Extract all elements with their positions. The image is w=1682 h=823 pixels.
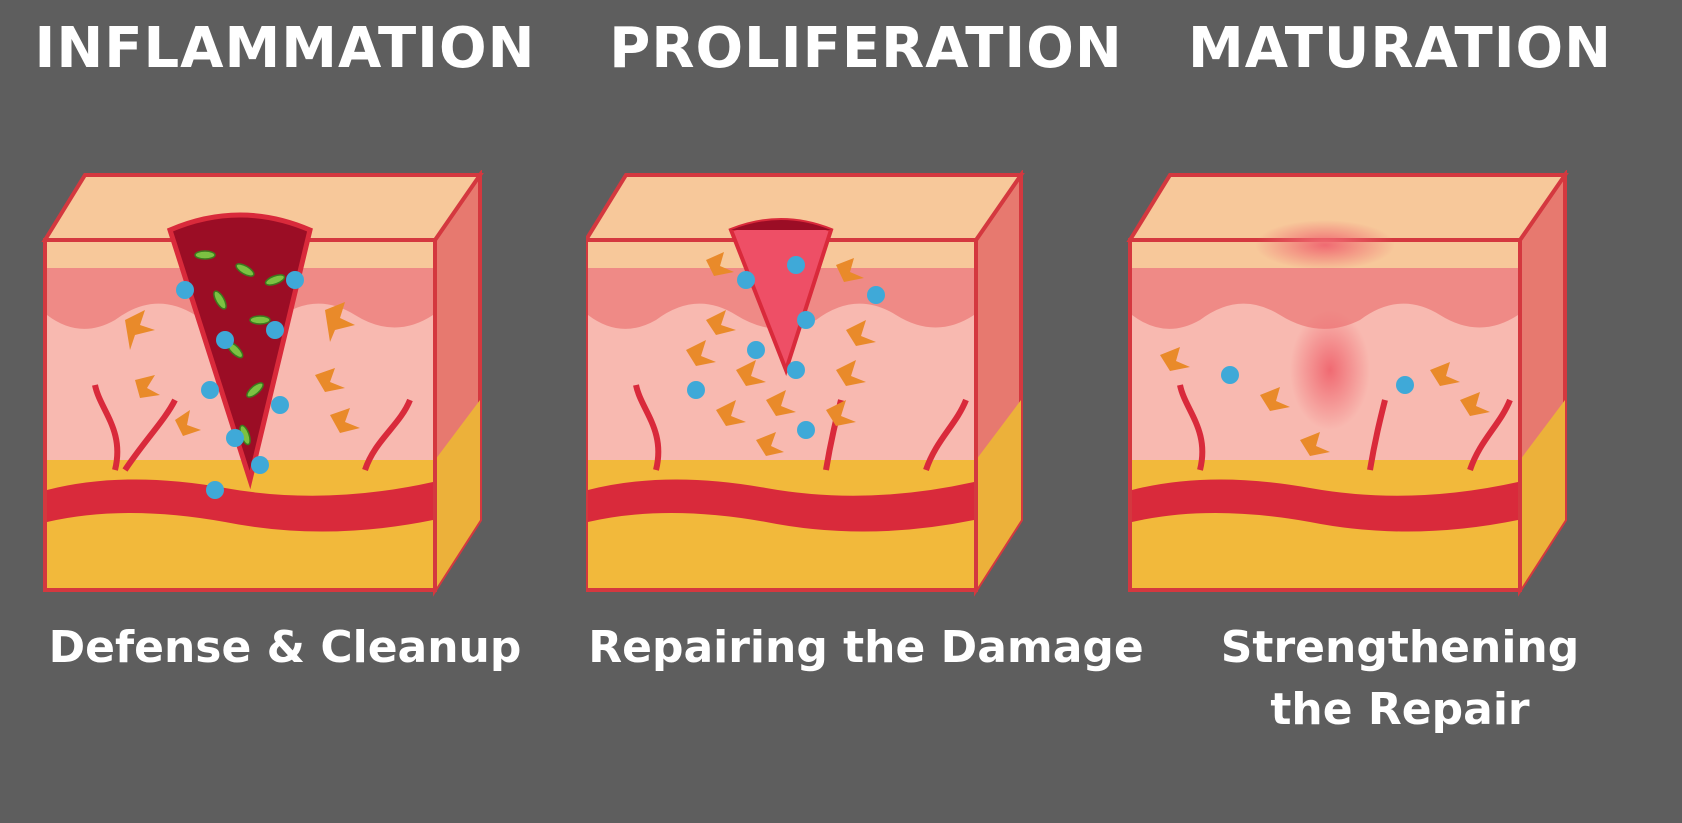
- macrophage-cells: [1221, 366, 1414, 394]
- phase-maturation: MATURATION Strengthening the Repair: [1120, 0, 1680, 823]
- macrophage-cells: [687, 256, 885, 439]
- skin-block-inflammation: [41, 170, 484, 597]
- bacteria-cluster: [194, 250, 286, 446]
- phase-title: INFLAMMATION: [34, 16, 536, 81]
- phase-caption: Defense & Cleanup: [48, 622, 522, 673]
- skin-block-proliferation: [586, 170, 1025, 597]
- blood-vessel: [1177, 384, 1513, 471]
- phase-title: PROLIFERATION: [609, 16, 1123, 81]
- fibroblast-cells: [1160, 347, 1490, 456]
- phase-caption: Strengthening the Repair: [1120, 617, 1680, 741]
- scar-surface: [1255, 220, 1395, 270]
- phase-title: MATURATION: [1187, 16, 1612, 81]
- fibroblast-cells: [686, 252, 876, 456]
- blood-vessel: [92, 384, 413, 472]
- phase-inflammation: INFLAMMATION: [5, 0, 565, 823]
- caption-line: Strengthening: [1220, 622, 1580, 673]
- skin-block-maturation: [1126, 170, 1569, 597]
- macrophage-cells: [176, 271, 304, 499]
- fibroblast-cells: [125, 302, 360, 436]
- caption-line: the Repair: [1270, 684, 1530, 735]
- phase-caption: Repairing the Damage: [588, 622, 1144, 673]
- phase-proliferation: PROLIFERATION Repairing the Damage: [586, 0, 1146, 823]
- scar-deep: [1290, 310, 1370, 430]
